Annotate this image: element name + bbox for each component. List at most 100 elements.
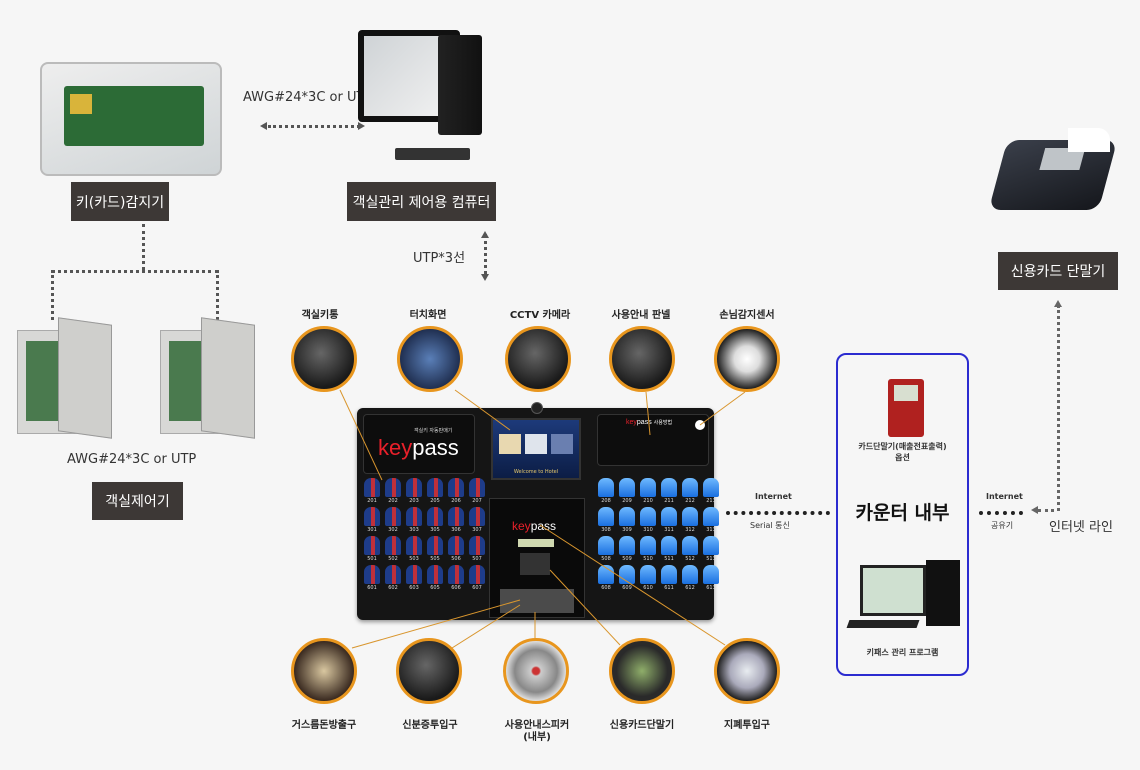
- key-slot-number: 612: [685, 585, 695, 591]
- key-slot-number: 305: [430, 527, 440, 533]
- key-slot: 613: [702, 565, 720, 591]
- kiosk-brand-panel: 객실키 자동판매기 keypass: [363, 414, 475, 474]
- program-label: 키패스 관리 프로그램: [866, 648, 939, 657]
- key-slot-number: 201: [367, 498, 377, 504]
- keyboard-image: [395, 148, 470, 160]
- key-slot-number: 212: [685, 498, 695, 504]
- counter-box: 카드단말기(매출전표출력) 옵션 카운터 내부 키패스 관리 프로그램: [836, 353, 969, 676]
- arrow-up-icon: [481, 231, 489, 238]
- key-slot-number: 510: [643, 556, 653, 562]
- key-slot: 207: [468, 478, 486, 504]
- key-slot-icon: [598, 507, 614, 526]
- branch-left-line: [51, 270, 54, 320]
- brand-pass-small: pass: [530, 519, 557, 533]
- key-slot: 311: [660, 507, 678, 533]
- cctv-camera: [531, 402, 543, 414]
- link-detector-pc-label: AWG#24*3C or UTP: [243, 90, 373, 105]
- key-slot-number: 208: [601, 498, 611, 504]
- kiosk-brand: keypass: [378, 435, 459, 461]
- payment-brand: keypass: [512, 519, 556, 533]
- pc-label: 객실관리 제어용 컴퓨터: [347, 182, 496, 221]
- key-slot-number: 308: [601, 527, 611, 533]
- management-pc-keyboard: [846, 620, 920, 628]
- key-slot-number: 608: [601, 585, 611, 591]
- key-slot: 202: [384, 478, 402, 504]
- arrow-up-icon-terminal: [1054, 300, 1062, 307]
- key-slot-number: 501: [367, 556, 377, 562]
- link-counter-router-top: Internet: [986, 492, 1023, 501]
- feature-label-bill-acceptor: 지폐투입구: [724, 720, 770, 731]
- key-slot-icon: [682, 536, 698, 555]
- key-slot-icon: [406, 565, 422, 584]
- key-slot-icon: [661, 565, 677, 584]
- card-printer-label: 카드단말기(매출전표출력): [858, 442, 947, 451]
- key-slot-icon: [385, 478, 401, 497]
- room-controller-image-1: [17, 317, 112, 439]
- key-slot: 606: [447, 565, 465, 591]
- touch-screen-circle-image: [397, 326, 463, 392]
- key-slot: 611: [660, 565, 678, 591]
- card-terminal-circle-image: [609, 638, 675, 704]
- key-slot-icon: [364, 478, 380, 497]
- key-slot-icon: [364, 565, 380, 584]
- key-slot-number: 309: [622, 527, 632, 533]
- brand-key: key: [378, 435, 413, 460]
- key-slot-number: 306: [451, 527, 461, 533]
- link-counter-router-bottom: 공유기: [991, 521, 1014, 530]
- key-slot: 309: [618, 507, 636, 533]
- internet-line-v: [1057, 305, 1060, 511]
- key-slot-number: 311: [664, 527, 674, 533]
- key-slot: 213: [702, 478, 720, 504]
- key-slot: 203: [405, 478, 423, 504]
- counter-title: 카운터 내부: [855, 502, 950, 524]
- key-slot: 507: [468, 536, 486, 562]
- key-slot: 201: [363, 478, 381, 504]
- kiosk-subtitle: 객실키 자동판매기: [414, 428, 453, 434]
- key-slot: 601: [363, 565, 381, 591]
- feature-label-id-slot: 신분증투입구: [402, 720, 458, 731]
- key-slot-icon: [427, 478, 443, 497]
- key-slot: 608: [597, 565, 615, 591]
- key-slot-icon: [598, 536, 614, 555]
- card-printer-image: [888, 379, 924, 437]
- key-slot-icon: [406, 536, 422, 555]
- key-slot: 313: [702, 507, 720, 533]
- key-slot: 307: [468, 507, 486, 533]
- feature-label-cctv: CCTV 카메라: [509, 310, 571, 321]
- key-slot-icon: [640, 565, 656, 584]
- key-slot-number: 502: [388, 556, 398, 562]
- key-slot-icon: [682, 565, 698, 584]
- brand-key-small: key: [512, 519, 531, 533]
- room-controller-label: 객실제어기: [92, 482, 183, 520]
- key-slot: 312: [681, 507, 699, 533]
- key-slot-icon: [619, 478, 635, 497]
- key-slot-icon: [448, 565, 464, 584]
- key-slot: 301: [363, 507, 381, 533]
- key-slot-number: 507: [472, 556, 482, 562]
- internet-line-h: [1038, 509, 1054, 512]
- key-slot: 505: [426, 536, 444, 562]
- key-slot-icon: [661, 507, 677, 526]
- feature-label-speaker: 사용안내스피커: [504, 720, 570, 731]
- key-slot-icon: [598, 478, 614, 497]
- key-slot: 508: [597, 536, 615, 562]
- key-slot: 506: [447, 536, 465, 562]
- key-slot-number: 602: [388, 585, 398, 591]
- key-slot-number: 207: [472, 498, 482, 504]
- key-slot: 209: [618, 478, 636, 504]
- key-slot-number: 607: [472, 585, 482, 591]
- key-slot-number: 606: [451, 585, 461, 591]
- key-slot-icon: [427, 536, 443, 555]
- key-slot: 308: [597, 507, 615, 533]
- key-slot-number: 210: [643, 498, 653, 504]
- link-detector-pc-line: [268, 125, 360, 128]
- key-slot-icon: [619, 536, 635, 555]
- payment-unit: keypass: [489, 498, 585, 618]
- key-slot-number: 203: [409, 498, 419, 504]
- key-slot: 612: [681, 565, 699, 591]
- key-slot-number: 512: [685, 556, 695, 562]
- key-slot-icon: [406, 507, 422, 526]
- key-slot: 302: [384, 507, 402, 533]
- touch-screen[interactable]: Welcome to Hotel: [491, 418, 581, 480]
- key-slot-icon: [448, 507, 464, 526]
